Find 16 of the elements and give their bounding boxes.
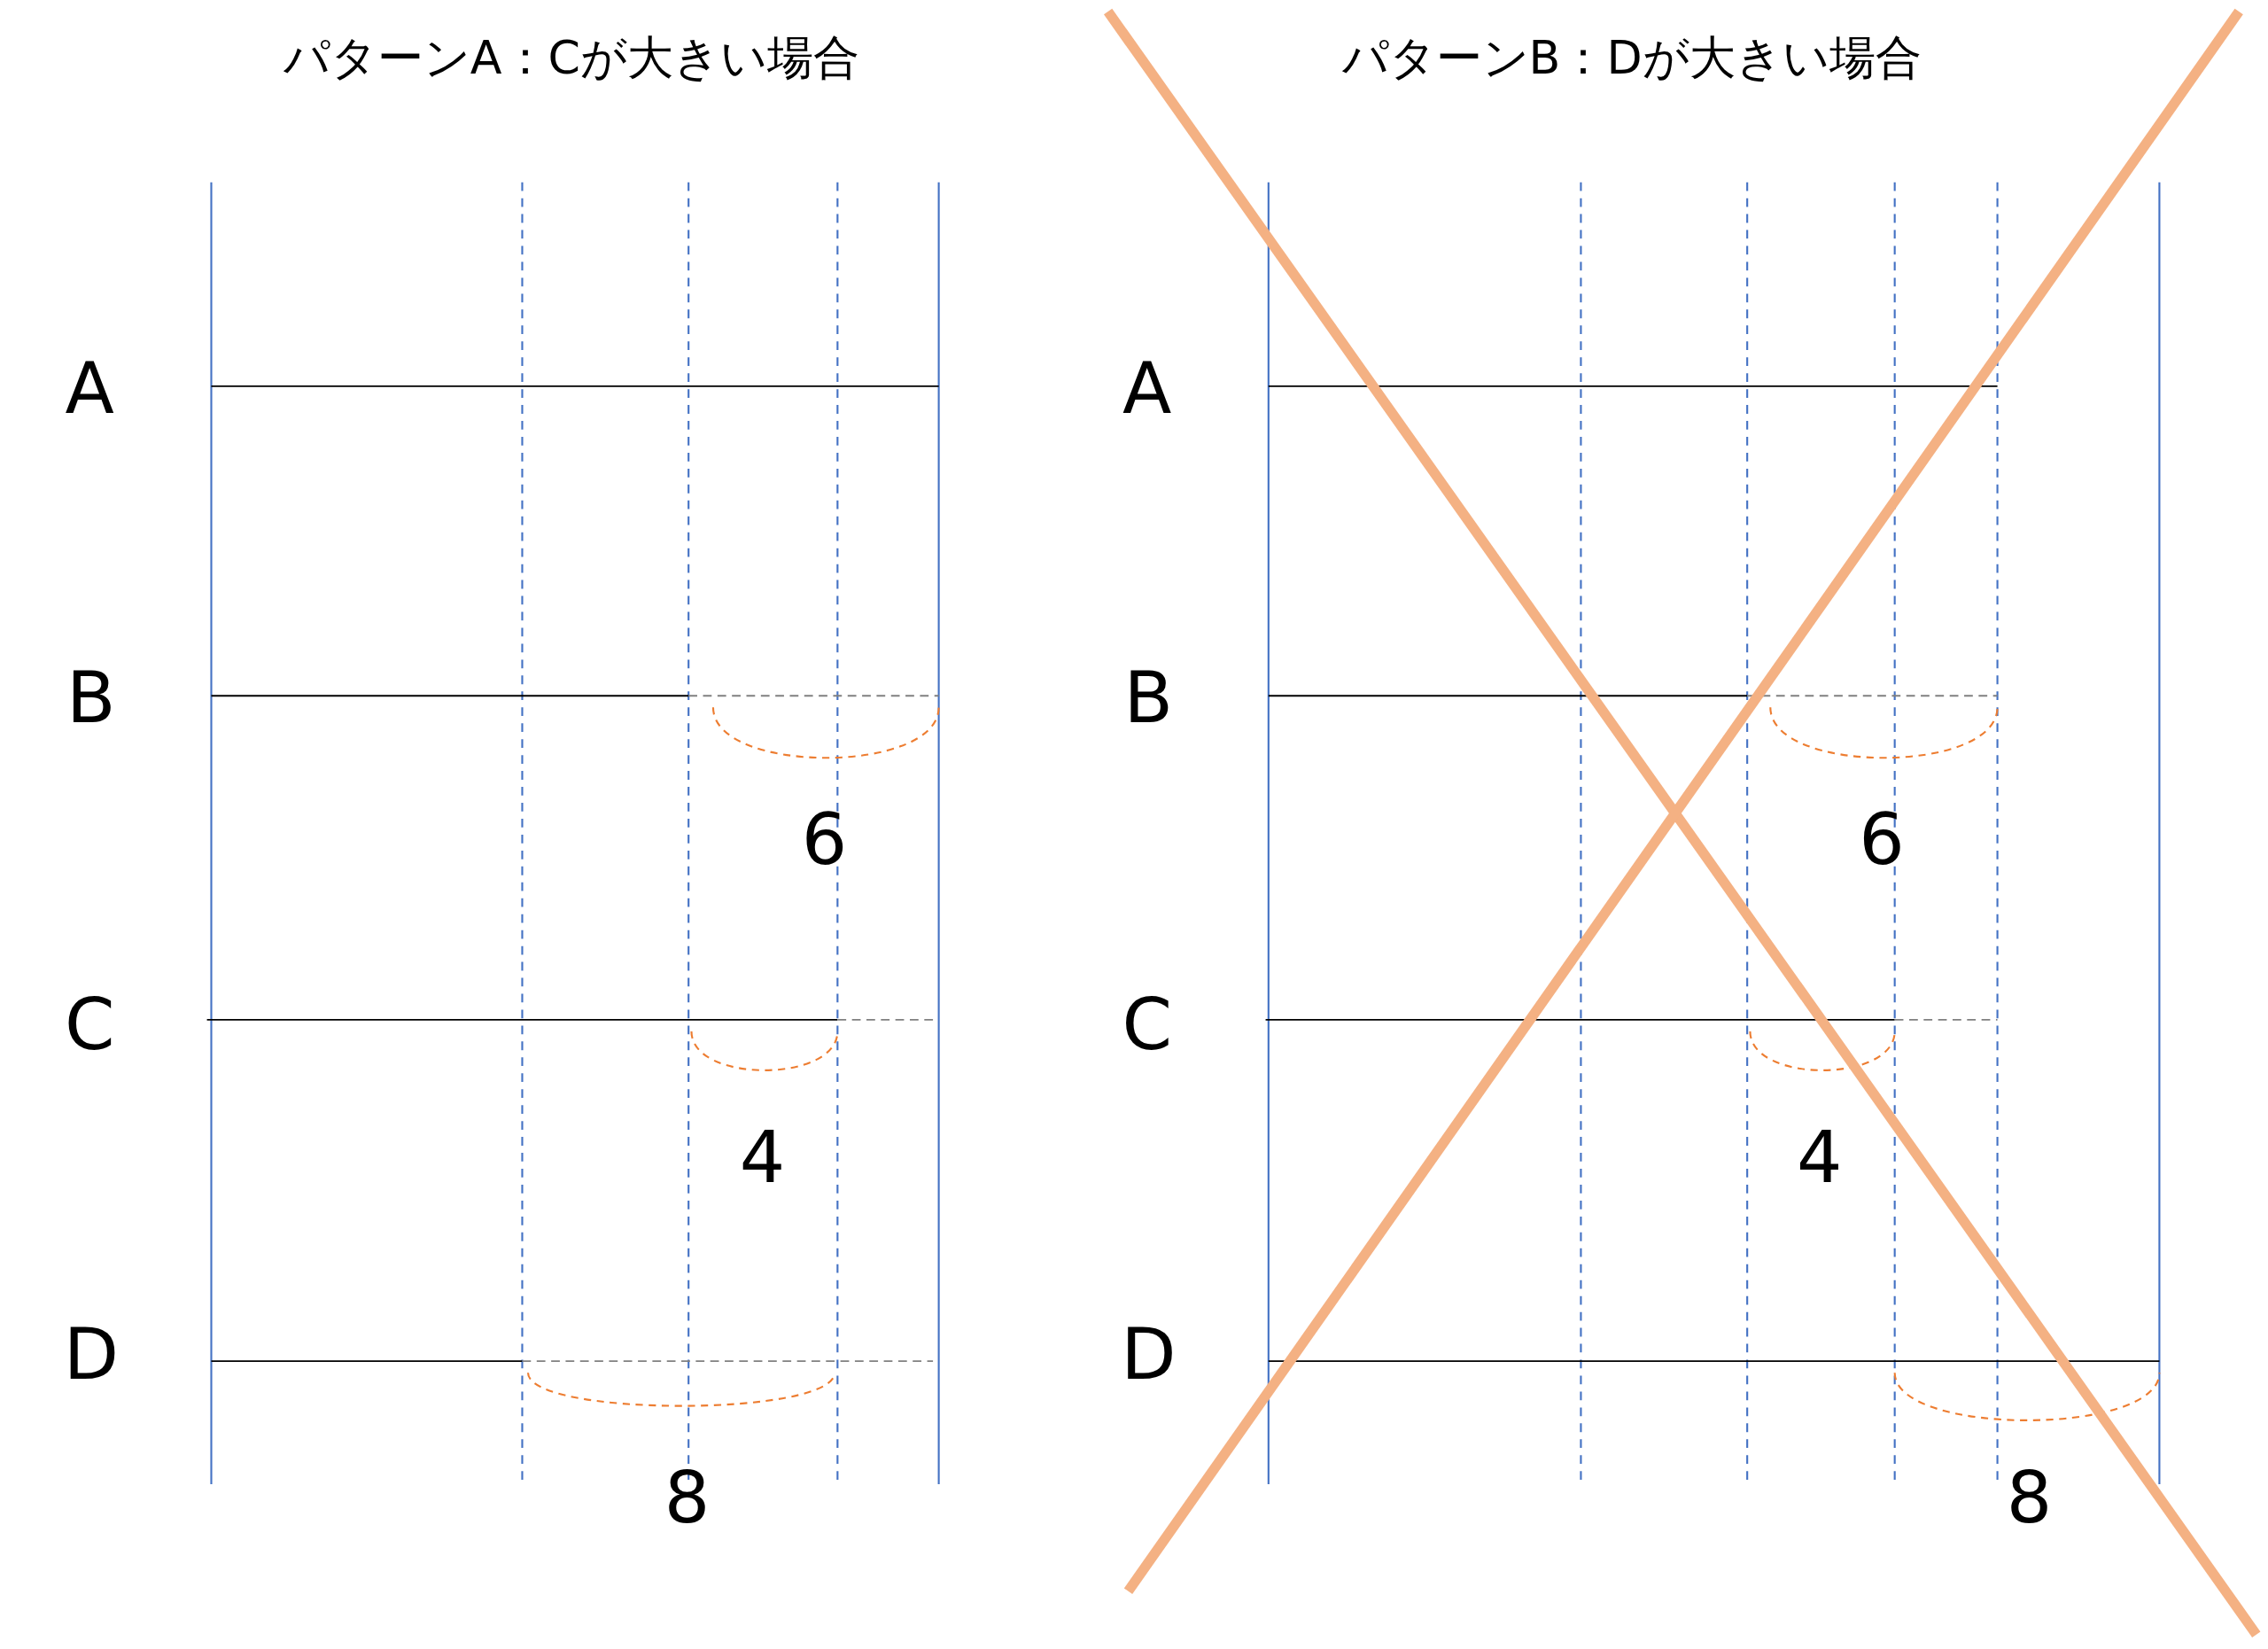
difference-value: 6 — [801, 803, 848, 875]
difference-value: 4 — [1797, 1121, 1843, 1194]
row-label: D — [1121, 1318, 1177, 1390]
row-label: D — [63, 1318, 119, 1390]
panel-heading: パターンB：Dが大きい場合 — [1341, 35, 1922, 82]
row-label: C — [64, 988, 115, 1061]
row-label: B — [1123, 661, 1174, 734]
row-label: A — [1122, 352, 1172, 424]
difference-value: 6 — [1859, 803, 1905, 875]
row-label: A — [65, 352, 114, 424]
difference-value: 8 — [2006, 1461, 2053, 1534]
panel-heading: パターンA：Cが大きい場合 — [283, 35, 859, 82]
difference-value: 8 — [664, 1461, 711, 1534]
row-label: C — [1122, 988, 1172, 1061]
difference-value: 4 — [739, 1121, 786, 1194]
row-label: B — [66, 661, 116, 734]
